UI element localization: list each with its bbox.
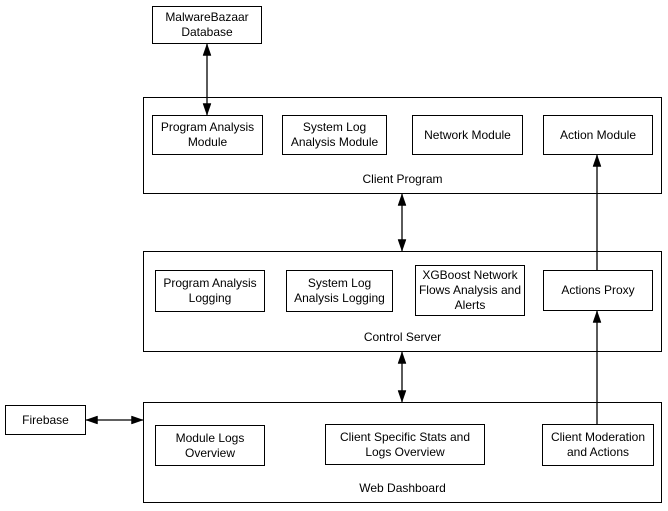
node-client-specific-stats-logs-overview: Client Specific Stats and Logs Overview — [325, 424, 485, 465]
node-client-moderation-and-actions: Client Moderation and Actions — [542, 424, 654, 466]
node-xgboost-network-flows-analysis: XGBoost Network Flows Analysis and Alert… — [415, 265, 525, 316]
container-control-server-label: Control Server — [363, 330, 442, 344]
node-network-module: Network Module — [412, 115, 523, 155]
node-action-module: Action Module — [543, 115, 653, 155]
node-system-log-analysis-module: System Log Analysis Module — [282, 115, 387, 155]
node-program-analysis-logging: Program Analysis Logging — [155, 270, 265, 312]
node-program-analysis-module: Program Analysis Module — [152, 115, 263, 155]
container-web-dashboard-label: Web Dashboard — [359, 481, 446, 495]
node-firebase: Firebase — [5, 405, 86, 435]
node-system-log-analysis-logging: System Log Analysis Logging — [286, 270, 393, 312]
node-malwarebazaar-database: MalwareBazaar Database — [152, 6, 262, 44]
node-module-logs-overview: Module Logs Overview — [155, 425, 265, 466]
node-actions-proxy: Actions Proxy — [543, 270, 653, 311]
container-client-program-label: Client Program — [362, 172, 443, 186]
